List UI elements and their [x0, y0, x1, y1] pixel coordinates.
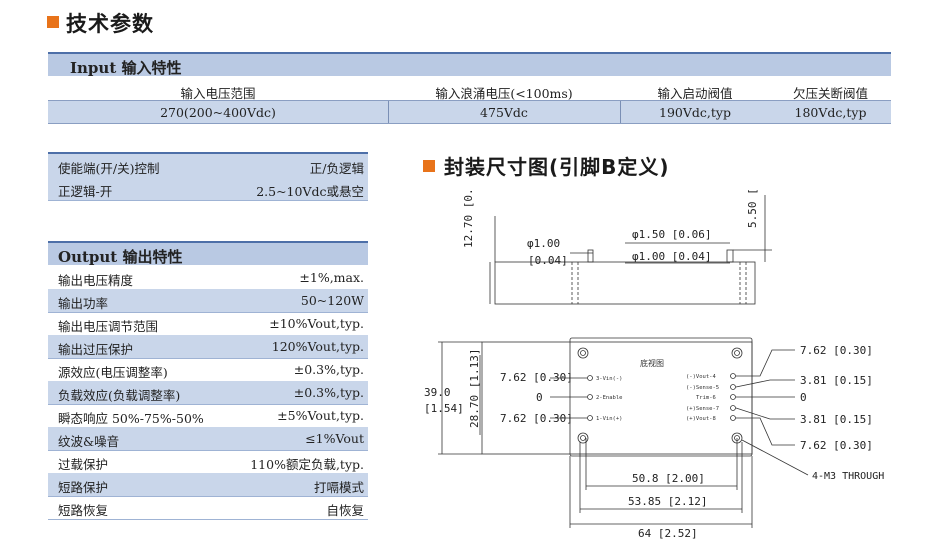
package-bullet-icon — [423, 160, 435, 172]
bottom-height-outer-in: [1.54] — [424, 402, 464, 415]
table-row: 短路保护 打嗝模式 — [48, 473, 368, 497]
side-pin-d1-in: [0.04] — [528, 254, 568, 267]
package-title: 封装尺寸图(引脚B定义) — [444, 155, 670, 179]
bottom-view-label: 底视图 — [640, 358, 664, 368]
table-row: 输出电压调节范围 ±10%Vout,typ. — [48, 312, 368, 336]
output-label-9: 短路保护 — [58, 480, 109, 495]
output-value-6: ±5%Vout,typ. — [277, 408, 364, 423]
side-pin-d1: φ1.00 — [527, 237, 560, 250]
right-pin-dim-1: 3.81 [0.15] — [800, 374, 873, 387]
output-label-7: 纹波&噪音 — [58, 434, 120, 449]
table-row: 过载保护 110%额定负载,typ. — [48, 450, 368, 474]
table-row: 输出过压保护 120%Vout,typ. — [48, 335, 368, 359]
table-row: 负载效应(负载调整率) ±0.3%,typ. — [48, 381, 368, 405]
output-label-6: 瞬态响应 50%-75%-50% — [58, 411, 204, 426]
table-row: 瞬态响应 50%-75%-50% ±5%Vout,typ. — [48, 404, 368, 428]
input-col-3: 欠压关断阀值 — [792, 86, 868, 101]
output-value-4: ±0.3%,typ. — [293, 362, 364, 377]
bottom-height-inner: 28.70 [1.13] — [468, 349, 481, 428]
output-label-1: 输出功率 — [58, 296, 109, 311]
output-value-5: ±0.3%,typ. — [293, 385, 364, 400]
table-row: 纹波&噪音 ≤1%Vout — [48, 427, 368, 451]
output-label-0: 输出电压精度 — [58, 273, 134, 288]
left-pin-name-0: 3-Vin(-) — [596, 376, 623, 382]
side-pin-d2: φ1.50 [0.06] — [632, 228, 711, 241]
table-row: 短路恢复 自恢复 — [48, 496, 368, 520]
side-height-label: 12.70 [0.50] — [462, 190, 475, 248]
table-row: 源效应(电压调整率) ±0.3%,typ. — [48, 358, 368, 382]
left-pin-dim-1: 0 — [536, 391, 543, 404]
bottom-width2: 53.85 [2.12] — [628, 495, 707, 508]
input-val-3: 180Vdc,typ — [794, 105, 867, 120]
input-val-0: 270(200~400Vdc) — [160, 105, 276, 120]
input-col-2: 输入启动阀值 — [657, 86, 733, 101]
title-bullet-icon — [47, 16, 59, 28]
right-pin-name-3: (+)Sense-7 — [686, 406, 719, 412]
left-pin-dim-0: 7.62 [0.30] — [500, 371, 573, 384]
bottom-view — [438, 337, 809, 528]
input-header-label: Input 输入特性 — [70, 59, 182, 77]
output-label-2: 输出电压调节范围 — [58, 319, 159, 334]
left-pin-dim-2: 7.62 [0.30] — [500, 412, 573, 425]
output-value-9: 打嗝模式 — [313, 480, 364, 495]
right-pin-dim-4: 7.62 [0.30] — [800, 439, 873, 452]
input-column-headers: 输入电压范围 输入浪涌电压(<100ms) 输入启动阀值 欠压关断阀值 — [48, 78, 891, 101]
side-pin-d3: φ1.00 [0.04] — [632, 250, 711, 263]
enable-value-0: 正/负逻辑 — [309, 161, 364, 176]
output-value-10: 自恢复 — [326, 503, 364, 518]
input-val-1: 475Vdc — [480, 105, 528, 120]
right-pin-name-1: (-)Sense-5 — [686, 385, 719, 391]
output-label-8: 过载保护 — [58, 457, 109, 472]
left-pin-name-2: 1-Vin(+) — [596, 416, 623, 422]
bottom-width1: 50.8 [2.00] — [632, 472, 705, 485]
output-value-3: 120%Vout,typ. — [271, 339, 364, 354]
right-pin-dim-0: 7.62 [0.30] — [800, 344, 873, 357]
output-header-label: Output 输出特性 — [58, 248, 183, 266]
right-pin-dim-3: 3.81 [0.15] — [800, 413, 873, 426]
output-header: Output 输出特性 — [48, 241, 368, 266]
table-row: 使能端(开/关)控制 正/负逻辑 — [48, 152, 368, 178]
output-table: 输出电压精度 ±1%,max. 输出功率 50~120W 输出电压调节范围 ±10%V… — [48, 266, 368, 522]
through-label: 4-M3 THROUGH — [812, 471, 884, 482]
output-label-4: 源效应(电压调整率) — [58, 365, 168, 380]
output-label-10: 短路恢复 — [58, 503, 109, 518]
output-value-8: 110%额定负载,typ. — [250, 457, 364, 472]
bottom-height-outer: 39.0 — [424, 386, 451, 399]
right-pin-name-2: Trim-6 — [696, 395, 716, 401]
right-pin-name-4: (+)Vout-8 — [686, 416, 716, 422]
input-values-row: 270(200~400Vdc) 475Vdc 190Vdc,typ 180Vdc… — [48, 101, 891, 124]
enable-value-1: 2.5~10Vdc或悬空 — [256, 184, 364, 199]
side-pin-len: 5.50 [0.22] — [746, 190, 759, 228]
enable-label-0: 使能端(开/关)控制 — [58, 161, 160, 176]
right-pin-dim-2: 0 — [800, 391, 807, 404]
output-label-5: 负载效应(负载调整率) — [58, 388, 181, 403]
enable-label-1: 正逻辑-开 — [58, 184, 113, 199]
page-title: 技术参数 — [66, 12, 154, 36]
table-row: 正逻辑-开 2.5~10Vdc或悬空 — [48, 177, 368, 201]
left-pin-name-1: 2-Enable — [596, 395, 623, 401]
table-row: 输出电压精度 ±1%,max. — [48, 266, 368, 290]
output-value-0: ±1%,max. — [299, 270, 364, 285]
input-val-2: 190Vdc,typ — [659, 105, 731, 120]
enable-table: 使能端(开/关)控制 正/负逻辑 正逻辑-开 2.5~10Vdc或悬空 — [48, 152, 368, 204]
output-value-2: ±10%Vout,typ. — [269, 316, 364, 331]
input-header: Input 输入特性 — [48, 52, 891, 77]
package-drawing: 12.70 [0.50] φ1.00 [0.04] φ1.50 [0.06] φ… — [424, 190, 884, 540]
side-view — [489, 195, 772, 305]
right-pin-name-0: (-)Vout-4 — [686, 374, 716, 380]
output-value-1: 50~120W — [300, 293, 364, 308]
bottom-width3: 64 [2.52] — [638, 527, 698, 540]
table-row: 输出功率 50~120W — [48, 289, 368, 313]
output-value-7: ≤1%Vout — [305, 431, 364, 446]
input-col-0: 输入电压范围 — [180, 86, 256, 101]
output-label-3: 输出过压保护 — [58, 342, 134, 357]
input-col-1: 输入浪涌电压(<100ms) — [435, 86, 573, 101]
